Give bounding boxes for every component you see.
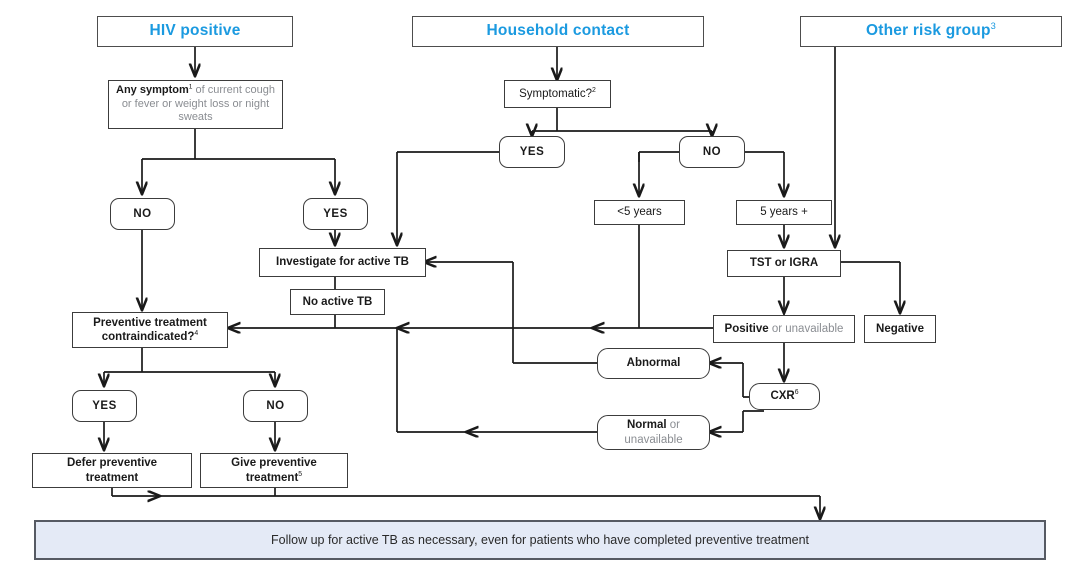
node-normal-or-unavailable[interactable]: Normal or unavailable bbox=[597, 415, 710, 450]
any-symptom-bold: Any symptom bbox=[116, 84, 189, 97]
node-cxr-label: CXR6 bbox=[750, 389, 819, 403]
footnote-ref-2: 2 bbox=[592, 87, 596, 95]
node-negative[interactable]: Negative bbox=[864, 315, 936, 343]
node-symptomatic-no[interactable]: NO bbox=[679, 136, 745, 168]
followup-banner-label: Follow up for active TB as necessary, ev… bbox=[270, 533, 809, 547]
positive-bold: Positive bbox=[724, 322, 769, 335]
footnote-ref-5: 5 bbox=[298, 470, 303, 478]
node-tst-or-igra[interactable]: TST or IGRA bbox=[727, 250, 841, 277]
node-hiv-positive[interactable]: HIV positive bbox=[97, 16, 293, 47]
node-normal-or-unavailable-label: Normal or unavailable bbox=[598, 418, 709, 446]
footnote-ref-1: 1 bbox=[188, 83, 193, 91]
node-contraindicated-yes-label: YES bbox=[92, 399, 117, 412]
footnote-ref-4: 4 bbox=[194, 330, 199, 338]
node-any-symptom-label: Any symptom1 of current cough or fever o… bbox=[109, 84, 282, 124]
contraindicated-line2: contraindicated? bbox=[101, 331, 195, 343]
footnote-ref-6: 6 bbox=[794, 389, 799, 397]
node-negative-label: Negative bbox=[876, 322, 924, 335]
node-under-five-years-label: <5 years bbox=[617, 206, 662, 219]
node-contraindicated-yes[interactable]: YES bbox=[72, 390, 137, 422]
node-other-risk-group-label: Other risk group3 bbox=[801, 20, 1061, 41]
node-contraindicated-no-label: NO bbox=[266, 399, 285, 412]
other-risk-group-text: Other risk group bbox=[865, 22, 991, 40]
node-five-years-plus-label: 5 years + bbox=[760, 206, 808, 219]
node-preventive-contraindicated[interactable]: Preventive treatment contraindicated?4 bbox=[72, 312, 228, 348]
node-other-risk-group[interactable]: Other risk group3 bbox=[800, 16, 1062, 47]
node-five-years-plus[interactable]: 5 years + bbox=[736, 200, 832, 225]
normal-bold: Normal bbox=[626, 419, 667, 432]
node-household-contact[interactable]: Household contact bbox=[412, 16, 704, 47]
node-hiv-no-label: NO bbox=[133, 207, 152, 220]
positive-rest: or unavailable bbox=[768, 322, 844, 335]
node-hiv-yes-label: YES bbox=[323, 207, 348, 220]
node-symptomatic-yes-label: YES bbox=[519, 145, 545, 158]
normal-rest: or bbox=[666, 419, 681, 432]
node-positive-or-unavailable[interactable]: Positive or unavailable bbox=[713, 315, 855, 343]
node-abnormal-label: Abnormal bbox=[626, 357, 681, 370]
node-positive-or-unavailable-label: Positive or unavailable bbox=[714, 322, 854, 336]
node-no-active-tb[interactable]: No active TB bbox=[290, 289, 385, 315]
node-any-symptom[interactable]: Any symptom1 of current cough or fever o… bbox=[108, 80, 283, 129]
give-line2: treatment bbox=[245, 471, 299, 484]
node-symptomatic[interactable]: Symptomatic?2 bbox=[504, 80, 611, 108]
node-hiv-no[interactable]: NO bbox=[110, 198, 175, 230]
footnote-ref-3: 3 bbox=[990, 20, 996, 31]
node-symptomatic-label: Symptomatic?2 bbox=[505, 87, 610, 101]
followup-banner: Follow up for active TB as necessary, ev… bbox=[34, 520, 1046, 560]
node-investigate-active-tb-label: Investigate for active TB bbox=[276, 256, 409, 269]
node-abnormal[interactable]: Abnormal bbox=[597, 348, 710, 379]
node-contraindicated-no[interactable]: NO bbox=[243, 390, 308, 422]
node-give-preventive-treatment[interactable]: Give preventive treatment5 bbox=[200, 453, 348, 488]
node-defer-preventive-treatment[interactable]: Defer preventive treatment bbox=[32, 453, 192, 488]
node-hiv-positive-label: HIV positive bbox=[149, 22, 241, 40]
node-cxr[interactable]: CXR6 bbox=[749, 383, 820, 410]
cxr-text: CXR bbox=[770, 390, 795, 403]
node-symptomatic-yes[interactable]: YES bbox=[499, 136, 565, 168]
node-give-preventive-treatment-label: Give preventive treatment5 bbox=[201, 456, 347, 484]
node-tst-or-igra-label: TST or IGRA bbox=[749, 257, 819, 270]
defer-line2: treatment bbox=[85, 471, 139, 484]
node-hiv-yes[interactable]: YES bbox=[303, 198, 368, 230]
normal-line2: unavailable bbox=[624, 433, 683, 446]
contraindicated-line1: Preventive treatment bbox=[93, 316, 207, 329]
node-symptomatic-no-label: NO bbox=[702, 145, 722, 158]
node-defer-preventive-treatment-label: Defer preventive treatment bbox=[33, 456, 191, 484]
give-line1: Give preventive bbox=[231, 457, 317, 470]
symptomatic-text: Symptomatic? bbox=[519, 87, 592, 100]
node-under-five-years[interactable]: <5 years bbox=[594, 200, 685, 225]
any-symptom-rest: of current cough or fever or weight loss… bbox=[121, 84, 275, 124]
node-household-contact-label: Household contact bbox=[486, 22, 630, 40]
node-investigate-active-tb[interactable]: Investigate for active TB bbox=[259, 248, 426, 277]
defer-line1: Defer preventive bbox=[66, 457, 158, 470]
node-no-active-tb-label: No active TB bbox=[302, 295, 373, 308]
node-preventive-contraindicated-label: Preventive treatment contraindicated?4 bbox=[73, 316, 227, 344]
